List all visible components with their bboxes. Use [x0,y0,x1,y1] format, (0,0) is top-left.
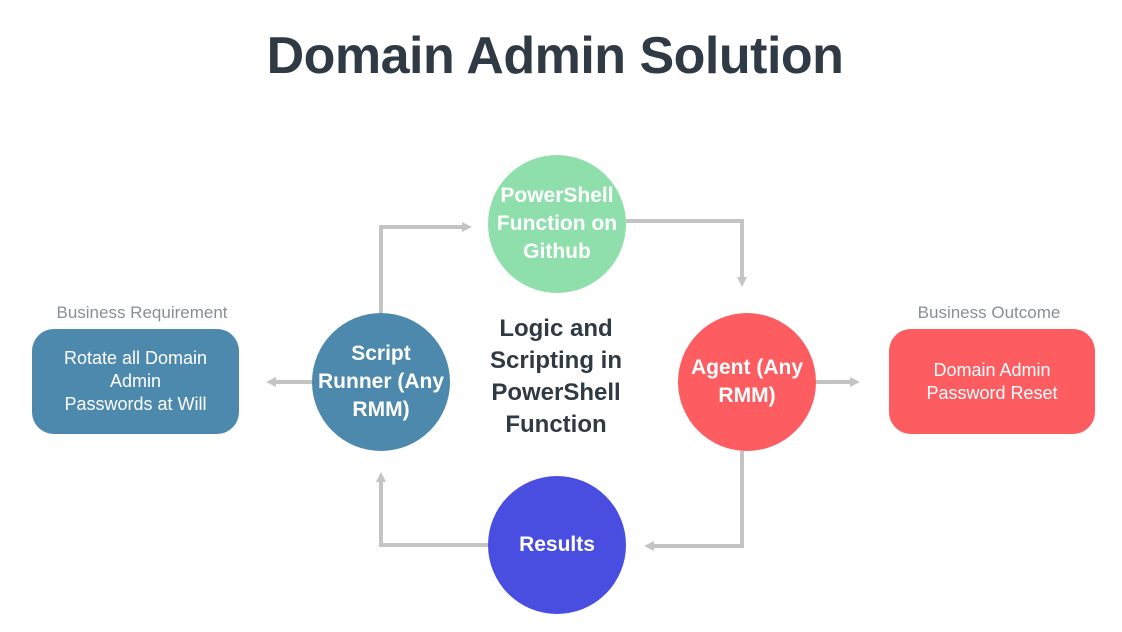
node-script-runner: Script Runner (Any RMM) [312,313,450,451]
node-powershell-function: PowerShell Function on Github [488,155,626,293]
arrow-results-to-script [376,472,488,547]
business-outcome-label: Business Outcome [917,303,1061,322]
node-results: Results [488,476,626,614]
page-title: Domain Admin Solution [266,27,844,85]
business-requirement-box: Rotate all Domain Admin Passwords at Wil… [32,329,239,434]
business-requirement-label: Business Requirement [56,303,228,322]
arrow-agent-to-results [644,451,744,551]
arrow-script-to-powershell [379,222,472,313]
node-agent: Agent (Any RMM) [678,313,816,451]
center-description: Logic and Scripting in PowerShell Functi… [490,315,622,438]
business-outcome-box: Domain Admin Password Reset [889,329,1095,434]
arrow-powershell-to-agent [626,219,747,287]
